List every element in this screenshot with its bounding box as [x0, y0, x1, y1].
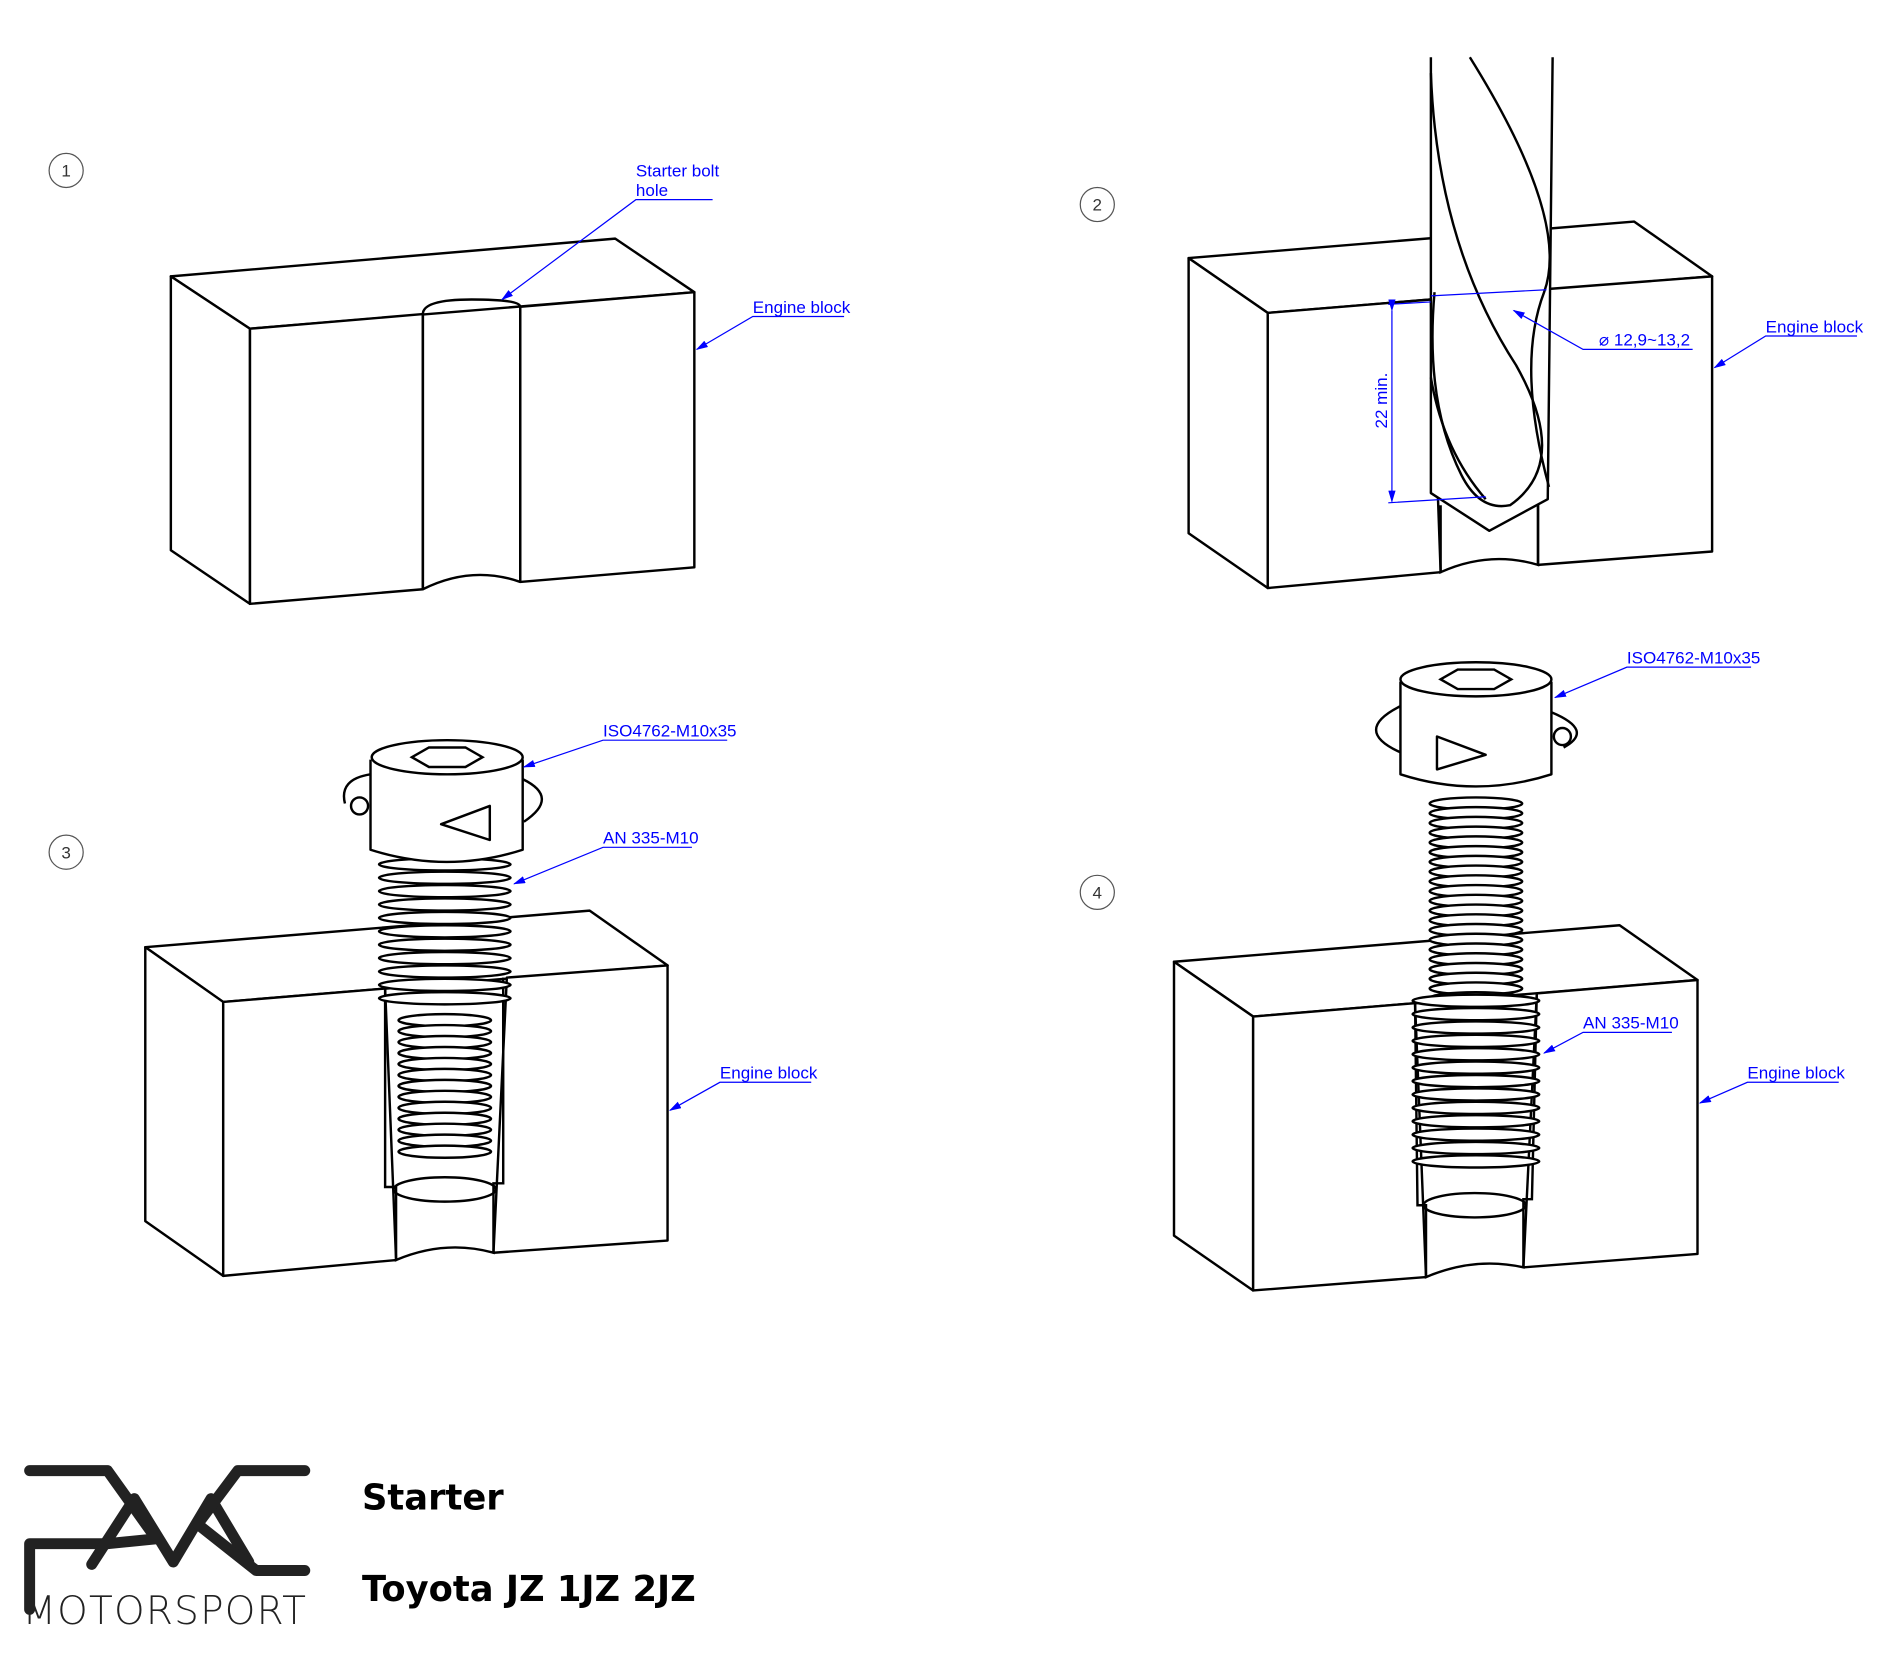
callout-bolt: ISO4762-M10x35	[1553, 648, 1761, 699]
title-vehicle: Toyota JZ 1JZ 2JZ	[362, 1569, 696, 1610]
step-3: 3 ISO4762-M10x35 AN 335-M10 Engine	[48, 722, 818, 1278]
callout-engine-block: Engine block	[1698, 1064, 1845, 1104]
socket-head-bolt	[1374, 661, 1579, 788]
svg-text:AN 335-M10: AN 335-M10	[603, 829, 699, 848]
drill-bit	[1429, 56, 1554, 533]
bolt-thread-coils	[1411, 796, 1541, 1169]
svg-text:Engine block: Engine block	[1766, 317, 1864, 336]
thread-coil	[1411, 1033, 1541, 1049]
thread-coil	[377, 924, 512, 939]
step-number-circle	[48, 152, 84, 189]
title-part: Starter	[362, 1478, 504, 1519]
thread-coil	[1411, 1154, 1541, 1169]
step-2: 2 22 min. ⌀ 12,9~13,2 Engine block	[1079, 56, 1864, 590]
callout-engine-block: Engine block	[695, 298, 851, 351]
svg-text:ISO4762-M10x35: ISO4762-M10x35	[603, 722, 737, 741]
thread-coil	[397, 1144, 493, 1159]
thread-coil	[1411, 1113, 1541, 1129]
svg-text:Engine block: Engine block	[720, 1064, 818, 1083]
socket-head-bolt	[342, 738, 543, 864]
rotation-arrow-icon	[1435, 735, 1487, 771]
step-number: 4	[1093, 883, 1102, 902]
thread-coil	[1411, 1127, 1541, 1142]
callout-bolt: ISO4762-M10x35	[522, 722, 737, 768]
thread-coil	[377, 990, 512, 1006]
thread-coil	[377, 977, 512, 993]
svg-text:hole: hole	[636, 181, 668, 200]
thread-coil	[377, 910, 512, 926]
svg-text:Starter bolt: Starter bolt	[636, 162, 720, 181]
thread-coil	[377, 964, 512, 979]
thread-coil	[377, 897, 512, 912]
step-number: 2	[1093, 196, 1102, 215]
thread-coil	[377, 870, 512, 886]
step-number: 1	[61, 162, 70, 181]
svg-text:Engine block: Engine block	[1747, 1064, 1845, 1083]
thread-coil	[377, 950, 512, 966]
step-1: 1 Starter bolt hole Engine block	[48, 152, 851, 606]
callout-engine-block: Engine block	[1713, 317, 1864, 369]
svg-text:AN 335-M10: AN 335-M10	[1583, 1014, 1679, 1033]
thread-coil	[1411, 1087, 1541, 1102]
svg-text:ISO4762-M10x35: ISO4762-M10x35	[1627, 648, 1761, 667]
rotation-arrow-icon	[439, 804, 492, 842]
step-number: 3	[61, 843, 70, 862]
thread-coil	[377, 883, 512, 899]
bolt-thread-coils	[377, 857, 512, 1159]
callout-starter-bolt-hole: Starter bolt hole	[501, 162, 720, 301]
thread-coil	[1411, 993, 1541, 1009]
dimension-diameter: ⌀ 12,9~13,2	[1430, 289, 1693, 351]
thread-coil	[1411, 1100, 1541, 1116]
svg-text:⌀ 12,9~13,2: ⌀ 12,9~13,2	[1599, 331, 1690, 350]
thread-coil	[1411, 1140, 1541, 1156]
engine-block	[1172, 924, 1699, 1292]
thread-coil	[1411, 1006, 1541, 1022]
callout-insert: AN 335-M10	[1543, 1014, 1679, 1054]
logo-brand-text: MOTORSPORT	[22, 1589, 307, 1634]
thread-coil	[1411, 1020, 1541, 1035]
callout-engine-block: Engine block	[668, 1064, 818, 1111]
step-4: 4 ISO4762-M10x35 AN 335-M10 Engine	[1079, 648, 1845, 1292]
svg-text:Engine block: Engine block	[753, 298, 851, 317]
engine-block	[144, 909, 669, 1278]
thread-coil	[377, 937, 512, 953]
thread-coil	[1411, 1060, 1541, 1075]
thread-coil	[1411, 1073, 1541, 1089]
pmc-motorsport-logo: MOTORSPORT	[22, 1465, 311, 1634]
dimension-depth: 22 min.	[1372, 299, 1486, 504]
thread-coil	[1411, 1046, 1541, 1062]
callout-insert: AN 335-M10	[513, 829, 699, 885]
engine-block	[169, 237, 696, 606]
svg-text:22 min.: 22 min.	[1372, 373, 1391, 429]
